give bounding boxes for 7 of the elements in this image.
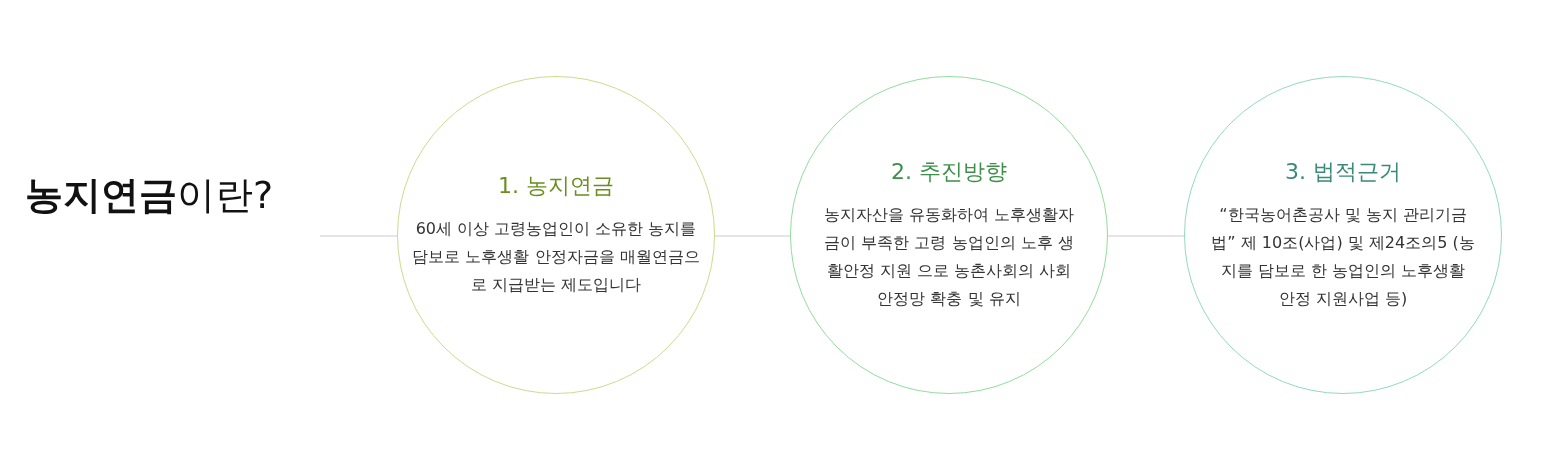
circle-heading: 1. 농지연금 bbox=[498, 172, 614, 200]
circle-heading: 3. 법적근거 bbox=[1285, 158, 1401, 186]
circle-text: “한국농어촌공사 및 농지 관리기금법” 제 10조(사업) 및 제24조의5 (농지를 담보로 한 농업인의 노후생활 안정 지원사업 등) bbox=[1210, 204, 1476, 310]
circle-heading: 2. 추진방향 bbox=[891, 158, 1007, 186]
circle-text: 60세 이상 고령농업인이 소유한 농지를 담보로 노후생활 안정자금을 매월연금으로 지급받는 제도입니다 bbox=[411, 218, 701, 296]
page-title: 농지연금이란? bbox=[25, 170, 274, 221]
circle-text: 농지자산을 유동화하여 노후생활자금이 부족한 고령 농업인의 노후 생활안정 지원 으로 농촌사회의 사회 안정망 확충 및 유지 bbox=[822, 204, 1076, 310]
